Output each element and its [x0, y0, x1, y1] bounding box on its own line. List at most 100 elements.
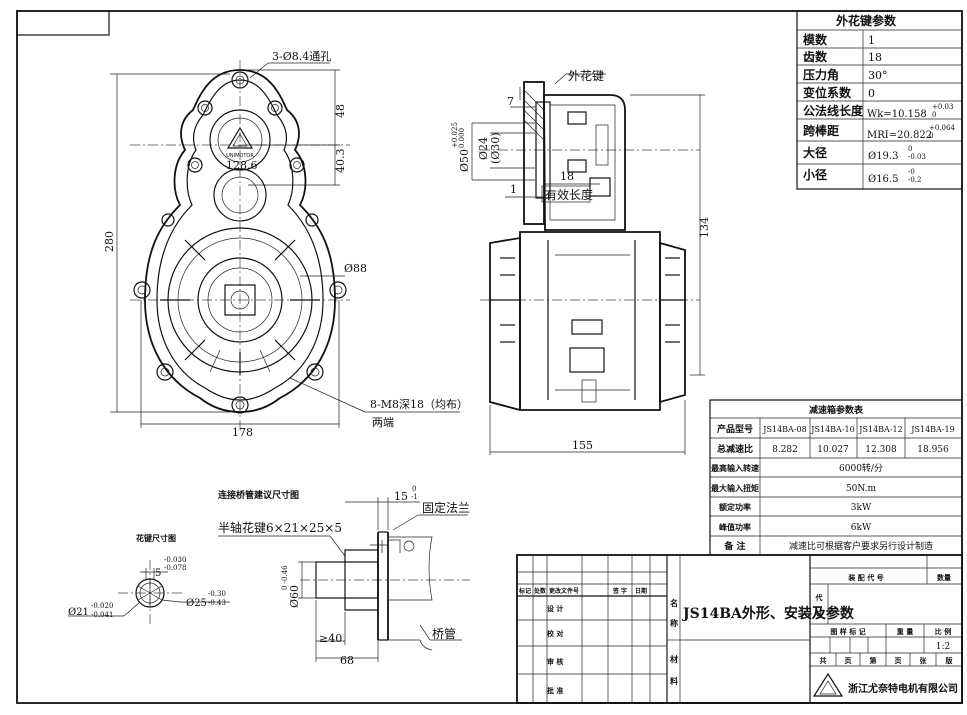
dim-60-tol: 0 -0.46 [281, 565, 289, 590]
gearbox-row-value: 50N.m [846, 484, 877, 494]
spline-tol-dn: 0 [932, 111, 936, 119]
name-char: 称 [670, 618, 678, 628]
dim-68: 68 [340, 654, 354, 667]
ratio-value: 10.027 [817, 445, 849, 455]
spline-row-value: 18 [868, 51, 882, 64]
gearbox-row-value: 减速比可根据客户要求另行设计制造 [789, 540, 933, 552]
rev-header: 签 字 [612, 587, 627, 595]
dim-7: 7 [507, 95, 514, 108]
dim-178: 178 [232, 426, 253, 439]
axle-detail-title: 连接桥管建议尺寸图 [218, 489, 299, 501]
rev-header: 日期 [635, 587, 647, 595]
dim-1: 1 [510, 183, 517, 196]
dim-40-3: 40.3 [334, 149, 347, 174]
sub-header: 重 量 [897, 627, 913, 636]
code-char: 代 [815, 593, 823, 602]
spline-row-name: 压力角 [803, 67, 839, 82]
scale-value: 1:2 [936, 642, 950, 652]
assembly-code-label: 装 配 代 号 [847, 573, 883, 582]
spline-row-name: 小径 [803, 167, 827, 182]
gearbox-row-name: 备 注 [723, 540, 745, 552]
sub-header: 图 样 标 记 [830, 627, 865, 636]
gearbox-row-name: 峰值功率 [719, 522, 751, 532]
gearbox-row-name: 额定功率 [719, 502, 751, 512]
logo-text: UNIMOTOR [226, 153, 254, 159]
spline-param-table: 外花键参数 模数 1 齿数 18 压力角 30° 变位系数 0 公法线长度 Wk… [796, 10, 963, 190]
rev-header: 处数 [533, 587, 547, 595]
spline-row-value: Ø16.5 [868, 174, 898, 185]
spline-tol-dn: 0 [929, 132, 933, 140]
spline-row-name: 大径 [803, 145, 827, 160]
both-ends-note: 两端 [372, 416, 394, 429]
spline-row-name: 模数 [803, 32, 828, 47]
dim-50-tol-dn: 0.000 [458, 128, 466, 148]
sheet-label: 第 [870, 656, 877, 665]
gearbox-row-value: 6kW [851, 523, 872, 533]
axle-tube-label: 桥管 [432, 626, 456, 641]
role-label: 设 计 [547, 604, 563, 613]
spline-tol-up: +0.064 [929, 124, 955, 132]
fixed-flange-label: 固定法兰 [422, 500, 470, 515]
top-holes-note: 3-Ø8.4通孔 [272, 50, 331, 63]
half-shaft-label: 半轴花键6×21×25×5 [218, 520, 342, 535]
gearbox-row-name: 最高输入转速 [711, 463, 759, 473]
role-label: 批 准 [547, 686, 563, 695]
axle-detail: 连接桥管建议尺寸图 15 0 -1 固定法兰 半轴花键6×21×25×5 Ø60… [218, 485, 470, 667]
company-name: 浙江尤奈特电机有限公司 [848, 682, 958, 695]
corner-label-box [16, 10, 110, 36]
key-detail-title: 花键尺寸图 [136, 533, 176, 543]
dim-15-tol0: 0 [412, 485, 416, 493]
gearbox-row-value: 3kW [851, 503, 872, 513]
dim-21-tol-dn: -0.041 [91, 611, 113, 619]
spline-key-detail: 花键尺寸图 5 -0.030 -0.078 Ø21 -0.020 -0.041 … [68, 533, 230, 625]
dim-21-tol-up: -0.020 [91, 602, 113, 610]
ratio-value: 12.308 [865, 445, 897, 455]
title-block: 标记 处数 更改文件号 签 字 日期 设 计 校 对 审 核 批 准 名 称 材… [516, 554, 963, 704]
side-view: 7 Ø50 +0.025 0.000 Ø24 (Ø30) 18 1 有效长度 外… [451, 68, 711, 455]
dim-21: Ø21 [68, 607, 89, 618]
sheet-frame [16, 10, 963, 704]
sub-header: 比 例 [935, 627, 951, 636]
dim-60: Ø60 [288, 585, 301, 608]
spline-tol-dn: -0.2 [908, 176, 922, 184]
dim-128-6: 128.6 [226, 159, 258, 172]
sheet-label: 张 [920, 656, 928, 665]
dim-5: 5 [155, 568, 161, 579]
rev-header: 标记 [518, 587, 531, 595]
spline-row-name: 齿数 [803, 49, 828, 64]
spline-row-value: Wk=10.158 [867, 109, 927, 120]
outer-spline-label: 外花键 [568, 68, 604, 83]
dim-280: 280 [103, 231, 116, 252]
role-label: 校 对 [547, 629, 563, 638]
dim-15: 15 [394, 490, 408, 503]
dim-18: 18 [560, 170, 574, 183]
front-view: UNIMOTOR 48 40.3 128.6 280 Ø88 178 3-Ø8.… [103, 50, 468, 439]
gearbox-param-table: 减速箱参数表 产品型号 JS14BA-08 JS14BA-10 JS14BA-1… [709, 399, 963, 556]
dim-88: Ø88 [344, 262, 367, 275]
company-logo-icon [812, 672, 844, 697]
model-name: JS14BA-10 [810, 425, 854, 434]
spline-row-value: Ø19.3 [868, 151, 898, 162]
model-name: JS14BA-12 [858, 425, 902, 434]
spline-tol-up: -0 [908, 168, 915, 176]
ratio-label: 总减速比 [717, 443, 753, 455]
qty-label: 数量 [937, 573, 951, 582]
sheet-label: 共 [820, 656, 827, 665]
ratio-value: 18.956 [917, 445, 949, 455]
ratio-value: 8.282 [772, 445, 798, 455]
model-name: JS14BA-19 [910, 425, 954, 434]
unimotor-logo-icon: UNIMOTOR [226, 126, 254, 159]
gearbox-header-label: 产品型号 [717, 423, 753, 435]
spline-row-value: 1 [868, 34, 875, 47]
gearbox-row-name: 最大输入扭矩 [711, 483, 759, 493]
name-char: 名 [670, 598, 678, 608]
sheet-label: 版 [946, 656, 953, 665]
sheet-label: 页 [845, 657, 852, 665]
effective-length-label: 有效长度 [545, 187, 593, 202]
dim-25-tol-up: -0.30 [208, 590, 226, 598]
model-name: JS14BA-08 [762, 425, 806, 434]
gearbox-table-title: 减速箱参数表 [809, 404, 864, 416]
threads-note: 8-M8深18（均布） [370, 398, 468, 411]
spline-row-name: 变位系数 [803, 85, 852, 100]
